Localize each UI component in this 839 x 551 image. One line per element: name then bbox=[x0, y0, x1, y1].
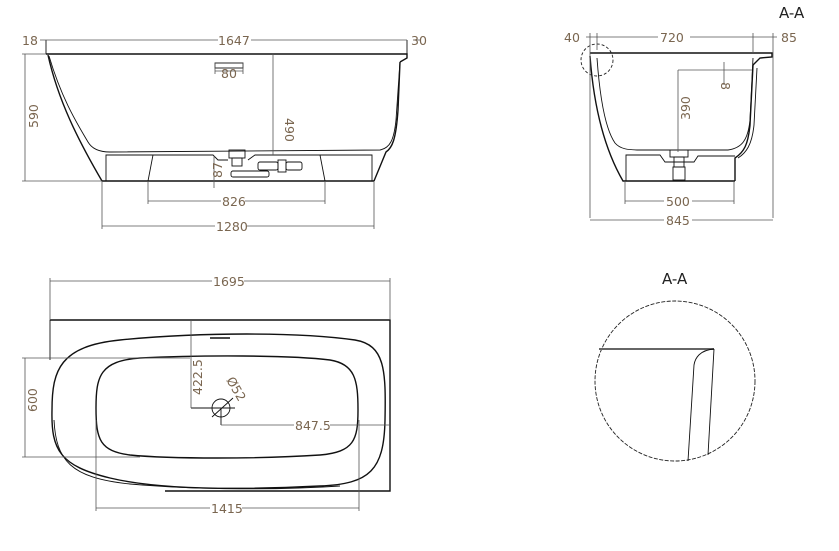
dim-depth: 490 bbox=[282, 118, 297, 142]
plan-view: 1695 600 422.5 Ø52 847.5 1415 bbox=[22, 274, 391, 516]
dim-drain-from-end: 847.5 bbox=[295, 418, 331, 433]
drain-waste bbox=[228, 149, 303, 178]
section-drain bbox=[669, 149, 689, 181]
section-rim bbox=[590, 52, 773, 66]
dim-plan-length: 1695 bbox=[213, 274, 245, 289]
tub-outer-left bbox=[47, 54, 103, 182]
plinth bbox=[105, 154, 373, 182]
dim-rim: 85 bbox=[781, 30, 797, 45]
detail-title: A-A bbox=[662, 270, 688, 288]
section-outer-left bbox=[589, 55, 735, 182]
dim-drain-diameter: Ø52 bbox=[223, 374, 249, 404]
detail-circle bbox=[594, 300, 756, 462]
dim-wall: 40 bbox=[564, 30, 580, 45]
dim-overall-length: 1647 bbox=[218, 33, 250, 48]
dim-lip-right: 30 bbox=[411, 33, 427, 48]
detail-view: A-A bbox=[594, 270, 756, 462]
section-view: A-A 40 720 85 8 390 500 845 bbox=[564, 4, 805, 228]
section-title: A-A bbox=[779, 4, 805, 22]
dim-drain-height: 87 bbox=[210, 162, 225, 178]
dim-overflow-offset: 8 bbox=[718, 82, 733, 90]
tub-outer-rim bbox=[51, 333, 386, 490]
dim-drain-from-wall: 422.5 bbox=[190, 359, 205, 395]
side-view: 18 1647 30 80 590 490 87 826 1280 bbox=[22, 33, 427, 234]
tub-inner-basin bbox=[95, 355, 359, 459]
dim-inner-width: 720 bbox=[660, 30, 684, 45]
dim-overall-width: 845 bbox=[666, 213, 690, 228]
dim-height: 590 bbox=[26, 104, 41, 128]
dim-plan-width: 600 bbox=[25, 388, 40, 412]
tub-outer-right bbox=[373, 61, 401, 182]
dim-section-depth: 390 bbox=[678, 96, 693, 120]
plan-outline bbox=[50, 319, 391, 492]
dim-base-length: 1280 bbox=[216, 219, 248, 234]
dim-lip-left: 18 bbox=[22, 33, 38, 48]
dim-overflow-width: 80 bbox=[221, 66, 237, 81]
dim-base-width: 500 bbox=[666, 194, 690, 209]
tub-rim bbox=[46, 53, 408, 63]
detail-marker bbox=[580, 43, 614, 77]
dim-inner-length: 1415 bbox=[211, 501, 243, 516]
dim-feet-span: 826 bbox=[222, 194, 246, 209]
